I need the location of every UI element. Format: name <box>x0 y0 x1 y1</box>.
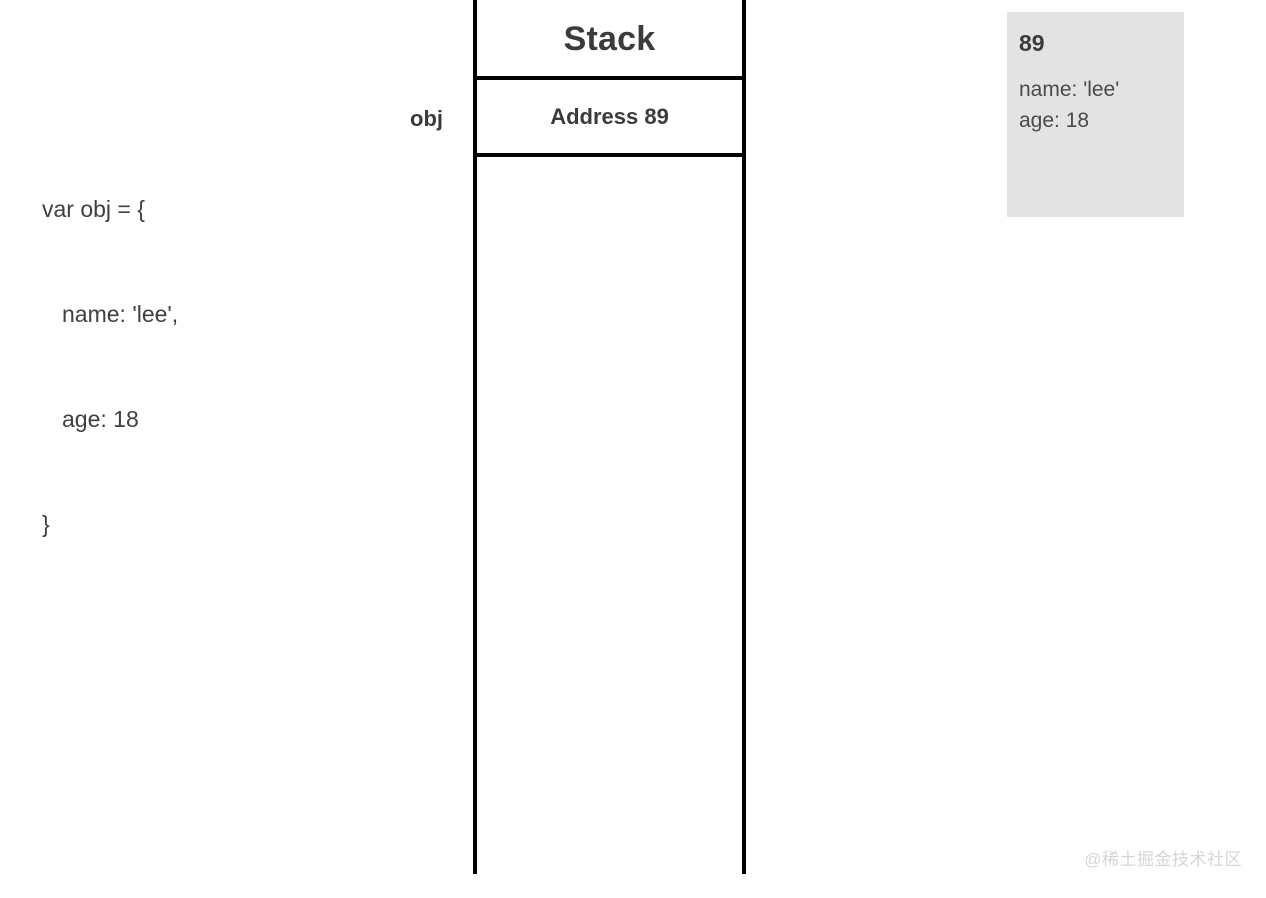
code-line-age-property: age: 18 <box>62 406 139 432</box>
stack-divider-bottom <box>473 153 746 157</box>
heap-object-box: 89 name: 'lee' age: 18 <box>1007 12 1184 217</box>
heap-property-name: name: 'lee' <box>1019 78 1120 101</box>
stack-variable-label: obj <box>410 106 443 131</box>
code-line-declaration: var obj = { <box>42 196 145 222</box>
code-line-closing-brace: } <box>42 511 50 537</box>
stack-cell-address: Address 89 <box>550 104 669 129</box>
stack-divider-top <box>473 76 746 80</box>
stack-diagram: Stack Address 89 <box>473 0 746 874</box>
heap-address-label: 89 <box>1019 30 1045 56</box>
watermark: @稀土掘金技术社区 <box>1084 850 1242 869</box>
code-line-name-property: name: 'lee', <box>62 301 179 327</box>
stack-column-borders <box>473 0 746 874</box>
heap-property-age: age: 18 <box>1019 109 1090 132</box>
stack-title: Stack <box>563 20 656 58</box>
code-snippet: var obj = { name: 'lee', age: 18 } <box>42 122 178 577</box>
